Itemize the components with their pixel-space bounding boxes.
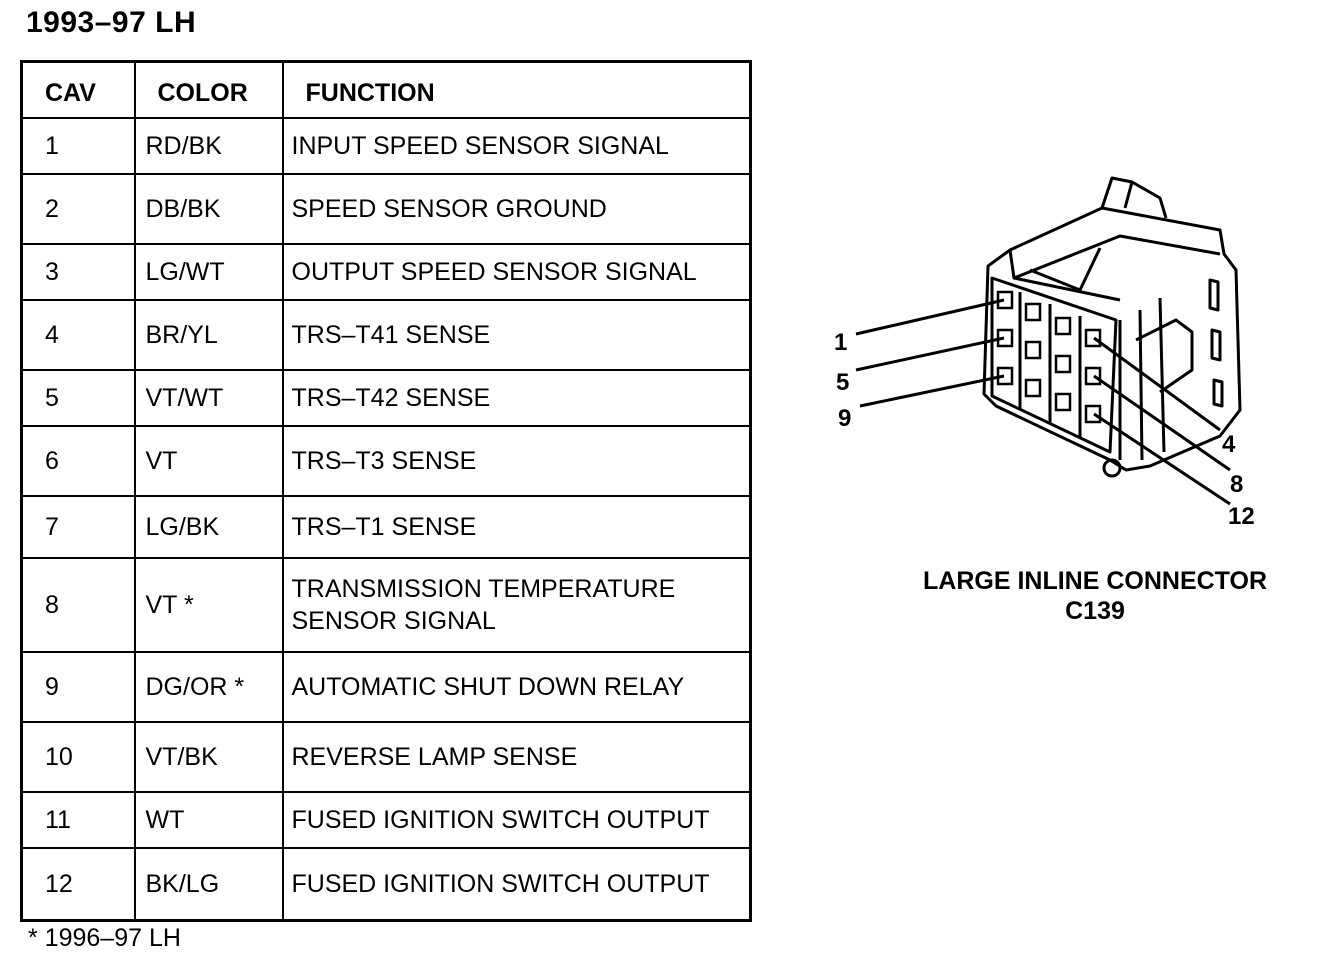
cavity-8 [1084, 366, 1102, 386]
connector-c139-drawing: 1 5 9 4 8 12 [834, 176, 1255, 530]
key-slot [1029, 247, 1102, 292]
table-row: 3 LG/WT OUTPUT SPEED SENSOR SIGNAL [20, 243, 752, 301]
function-cell: TRS–T1 SENSE [281, 495, 752, 559]
cavity-3 [1054, 316, 1072, 336]
function-cell: REVERSE LAMP SENSE [281, 721, 752, 793]
pinout-table-container: CAV COLOR FUNCTION 1 RD/BK INPUT SPEED S… [20, 60, 752, 922]
leader-line-5 [855, 336, 1005, 372]
connector-body [982, 206, 1242, 472]
color-cell: RD/BK [133, 117, 284, 175]
cav-cell: 4 [20, 299, 136, 371]
table-row: 2 DB/BK SPEED SENSOR GROUND [20, 173, 752, 245]
cav-cell: 12 [20, 847, 136, 921]
cavity-10 [1024, 378, 1042, 398]
header-color: COLOR [133, 60, 284, 119]
pin-label-12: 12 [1228, 503, 1255, 530]
cav-cell: 10 [20, 721, 136, 793]
table-row: 10 VT/BK REVERSE LAMP SENSE [20, 721, 752, 793]
table-row: 1 RD/BK INPUT SPEED SENSOR SIGNAL [20, 117, 752, 175]
cav-cell: 6 [20, 425, 136, 497]
header-cav: CAV [20, 60, 136, 119]
shroud-top [1008, 234, 1221, 280]
function-cell: SPEED SENSOR GROUND [281, 173, 752, 245]
color-cell: VT [133, 425, 284, 497]
leader-line-12 [1093, 412, 1231, 506]
leader-line-4 [1093, 336, 1221, 432]
table-row: 8 VT * TRANSMISSION TEMPERATURE SENSOR S… [20, 557, 752, 653]
function-line-1: TRANSMISSION TEMPERATURE [291, 575, 676, 603]
latch-tab [1100, 176, 1134, 209]
function-cell: OUTPUT SPEED SENSOR SIGNAL [281, 243, 752, 301]
table-row: 4 BR/YL TRS–T41 SENSE [20, 299, 752, 371]
color-cell: BK/LG [133, 847, 284, 921]
cavity-11 [1054, 392, 1072, 412]
leader-line-1 [855, 298, 1005, 336]
cav-cell: 8 [20, 557, 136, 653]
cav-cell: 3 [20, 243, 136, 301]
table-row: 11 WT FUSED IGNITION SWITCH OUTPUT [20, 791, 752, 849]
pin-label-1: 1 [834, 329, 847, 356]
table-header-row: CAV COLOR FUNCTION [20, 60, 752, 119]
side-bracket [1135, 318, 1194, 394]
connector-id: C139 [1065, 597, 1125, 625]
function-cell: TRS–T3 SENSE [281, 425, 752, 497]
color-cell: WT [133, 791, 284, 849]
function-cell: INPUT SPEED SENSOR SIGNAL [281, 117, 752, 175]
connector-face [990, 276, 1118, 454]
mounting-boss [1102, 458, 1122, 478]
cav-cell: 7 [20, 495, 136, 559]
cavity-6 [1024, 340, 1042, 360]
function-line-2: SENSOR SIGNAL [291, 607, 496, 635]
pin-label-9: 9 [838, 405, 851, 432]
connector-caption: LARGE INLINE CONNECTOR C139 [880, 566, 1310, 626]
table-row: 7 LG/BK TRS–T1 SENSE [20, 495, 752, 559]
side-panel [1118, 297, 1166, 461]
header-function: FUNCTION [281, 60, 752, 119]
cavity-12 [1084, 404, 1102, 424]
color-cell: LG/BK [133, 495, 284, 559]
pin-label-8: 8 [1230, 471, 1243, 498]
function-cell: TRS–T42 SENSE [281, 369, 752, 427]
shroud-edge [1013, 276, 1121, 302]
function-cell: AUTOMATIC SHUT DOWN RELAY [281, 651, 752, 723]
table-row: 12 BK/LG FUSED IGNITION SWITCH OUTPUT [20, 847, 752, 921]
color-cell: BR/YL [133, 299, 284, 371]
function-cell: FUSED IGNITION SWITCH OUTPUT [281, 847, 752, 921]
cav-cell: 2 [20, 173, 136, 245]
pinout-table: CAV COLOR FUNCTION 1 RD/BK INPUT SPEED S… [20, 60, 752, 922]
function-cell: TRANSMISSION TEMPERATURE SENSOR SIGNAL [281, 557, 752, 653]
function-cell: FUSED IGNITION SWITCH OUTPUT [281, 791, 752, 849]
cavity-4 [1084, 328, 1102, 348]
pin-label-5: 5 [836, 369, 849, 396]
color-cell: LG/WT [133, 243, 284, 301]
page-title: 1993–97 LH [26, 6, 197, 39]
color-cell: VT/WT [133, 369, 284, 427]
cav-cell: 1 [20, 117, 136, 175]
table-row: 5 VT/WT TRS–T42 SENSE [20, 369, 752, 427]
connector-name: LARGE INLINE CONNECTOR [923, 567, 1267, 595]
color-cell: VT/BK [133, 721, 284, 793]
cavity-2 [1024, 302, 1042, 322]
table-row: 6 VT TRS–T3 SENSE [20, 425, 752, 497]
latch-arm [1131, 180, 1168, 219]
cav-cell: 9 [20, 651, 136, 723]
cavity-7 [1054, 354, 1072, 374]
color-cell: DB/BK [133, 173, 284, 245]
color-cell: DG/OR * [133, 651, 284, 723]
side-windows [1208, 278, 1224, 408]
color-cell: VT * [133, 557, 284, 653]
cav-cell: 5 [20, 369, 136, 427]
footnote: * 1996–97 LH [28, 924, 181, 952]
pin-label-4: 4 [1222, 431, 1236, 458]
cav-cell: 11 [20, 791, 136, 849]
leader-line-8 [1093, 374, 1231, 472]
table-row: 9 DG/OR * AUTOMATIC SHUT DOWN RELAY [20, 651, 752, 723]
function-cell: TRS–T41 SENSE [281, 299, 752, 371]
leader-line-9 [859, 374, 1005, 408]
